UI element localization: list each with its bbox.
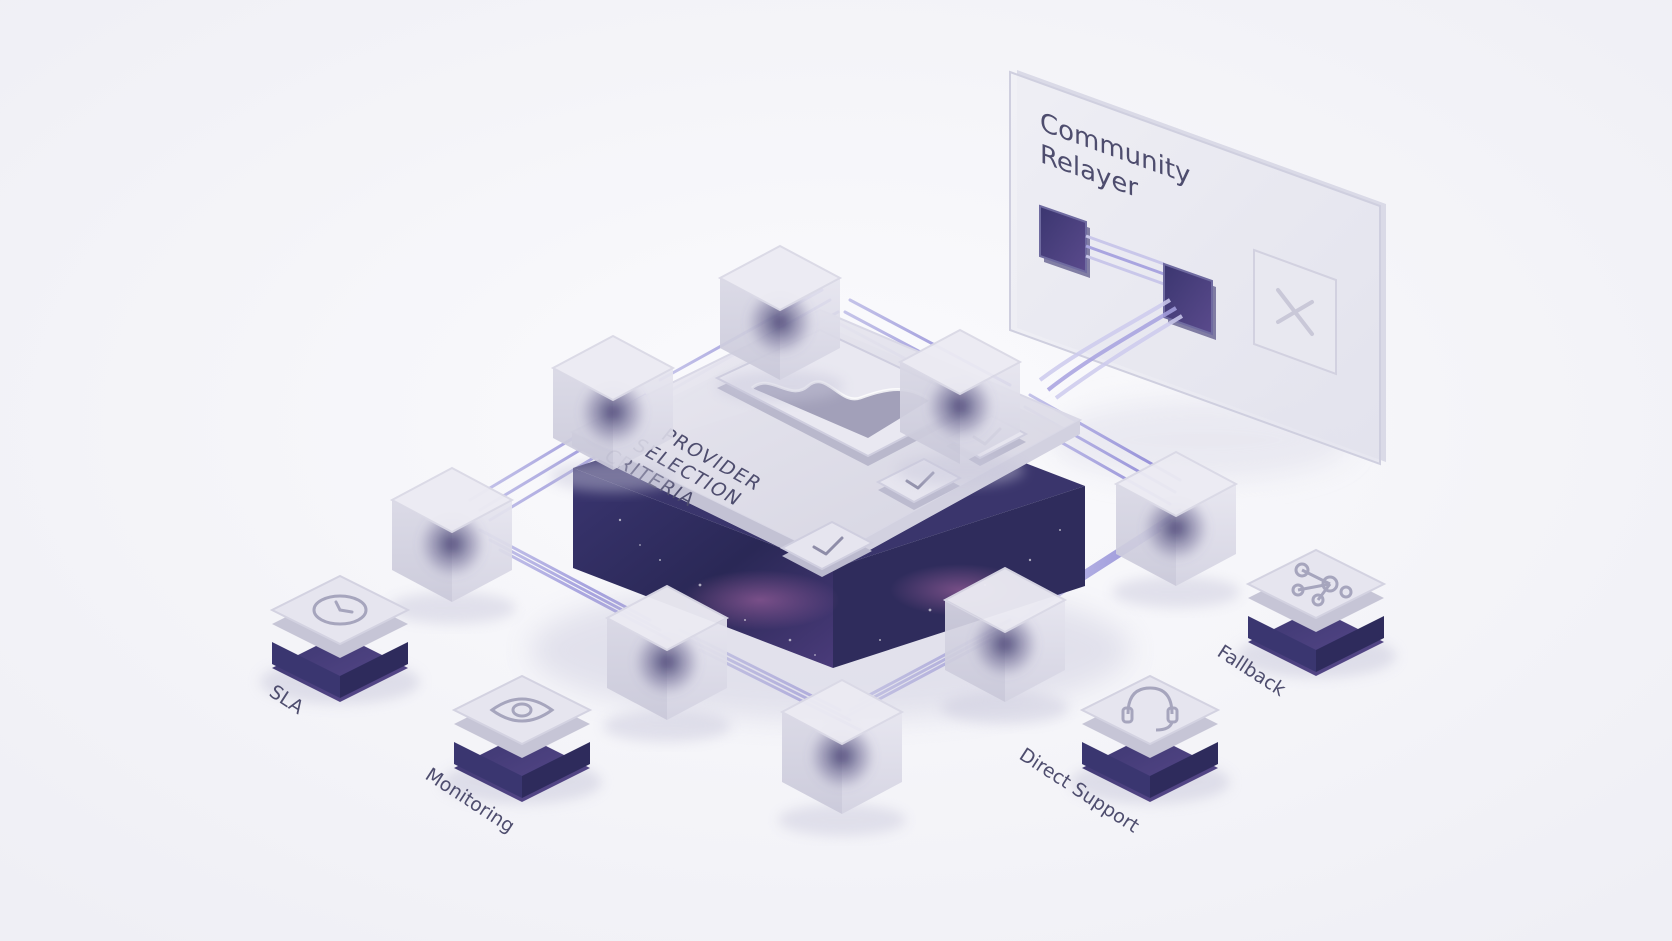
feature-sla (260, 574, 420, 704)
node-cube-lower-left (603, 584, 731, 742)
node-cube-upper-left (549, 334, 677, 492)
network-icon (1291, 562, 1353, 607)
relayer-close-tile (1253, 248, 1337, 376)
close-icon (1276, 288, 1314, 336)
feature-direct-support (1070, 674, 1230, 804)
relayer-to-core-link (1038, 298, 1184, 400)
relayer-link (1085, 234, 1165, 286)
node-cube-lower-right (941, 566, 1069, 724)
feature-fallback (1236, 548, 1396, 678)
check-icon (812, 536, 844, 556)
relayer-chip-right (1163, 262, 1216, 340)
relayer-chip-left (1039, 204, 1090, 278)
node-cube-top (716, 244, 844, 402)
node-cube-bottom (778, 678, 906, 836)
node-cube-left (388, 466, 516, 624)
node-cube-upper-right (896, 328, 1024, 486)
eye-icon (489, 697, 555, 723)
check-tile-3 (779, 520, 875, 577)
feature-monitoring (442, 674, 602, 804)
headset-icon (1121, 686, 1179, 732)
clock-icon (312, 594, 368, 626)
node-cubes (388, 244, 1240, 836)
community-relayer-panel: Community Relayer (1009, 70, 1386, 480)
node-cube-right (1112, 450, 1240, 608)
